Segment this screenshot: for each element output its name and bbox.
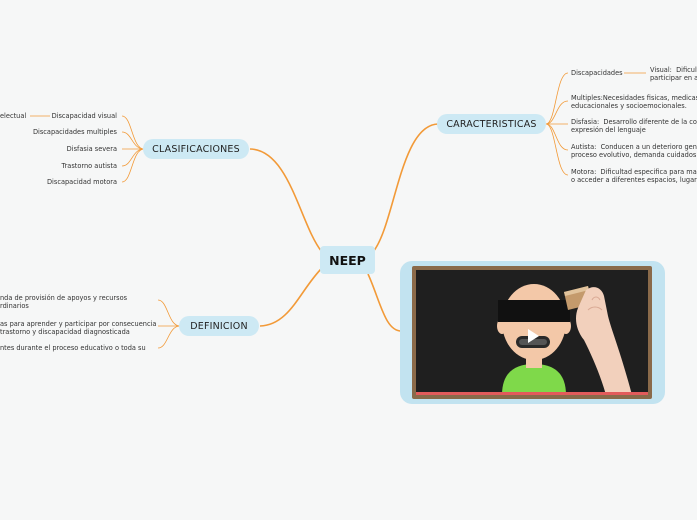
- link-center-video: [367, 273, 403, 332]
- leaf-definicion-3[interactable]: ntes durante el proceso educativo o toda…: [0, 344, 146, 352]
- link-center-clasificaciones: [249, 148, 323, 253]
- leaf-definicion-2[interactable]: as para aprender y participar por consec…: [0, 320, 157, 336]
- link-center-definicion: [259, 267, 323, 327]
- leaf-visual[interactable]: Visual: Dificult participar en a: [650, 66, 697, 82]
- leaf-discapacidad-motora[interactable]: Discapacidad motora: [46, 178, 117, 186]
- branch-clasificaciones[interactable]: CLASIFICACIONES: [143, 139, 249, 159]
- central-topic[interactable]: NEEP: [320, 246, 375, 274]
- leaf-electual[interactable]: electual: [0, 112, 27, 120]
- branch-definicion[interactable]: DEFINICION: [179, 316, 259, 336]
- leaf-discapacidades[interactable]: Discapacidades: [571, 69, 623, 77]
- leaf-discapacidad-visual[interactable]: Discapacidad visual: [51, 112, 117, 120]
- play-icon[interactable]: [526, 328, 540, 344]
- eye-band: [498, 300, 570, 322]
- leaf-trastorno-autista[interactable]: Trastorno autista: [61, 162, 117, 170]
- leaf-motora[interactable]: Motora: Dificultad especifica para man o…: [571, 168, 697, 184]
- leaf-disfasia[interactable]: Disfasia: Desarrollo diferente de la con…: [571, 118, 697, 134]
- leaf-multiples[interactable]: Multiples:Necesidades fisicas, medicas e…: [571, 94, 697, 110]
- branch-caracteristicas[interactable]: CARACTERISTICAS: [437, 114, 546, 134]
- leaf-disfasia-severa[interactable]: Disfasia severa: [66, 145, 117, 153]
- leaf-definicion-1[interactable]: nda de provisión de apoyos y recursos rd…: [0, 294, 128, 310]
- figure-body: [502, 364, 566, 395]
- video-thumbnail: [412, 266, 652, 399]
- hand: [576, 287, 632, 395]
- video-node[interactable]: [400, 261, 665, 404]
- link-center-caracteristicas: [372, 123, 439, 253]
- leaf-autista[interactable]: Autista: Conducen a un deterioro gene pr…: [571, 143, 697, 159]
- leaf-discapacidades-multiples[interactable]: Discapacidades multiples: [32, 128, 117, 136]
- chalkboard-illustration: [416, 284, 648, 395]
